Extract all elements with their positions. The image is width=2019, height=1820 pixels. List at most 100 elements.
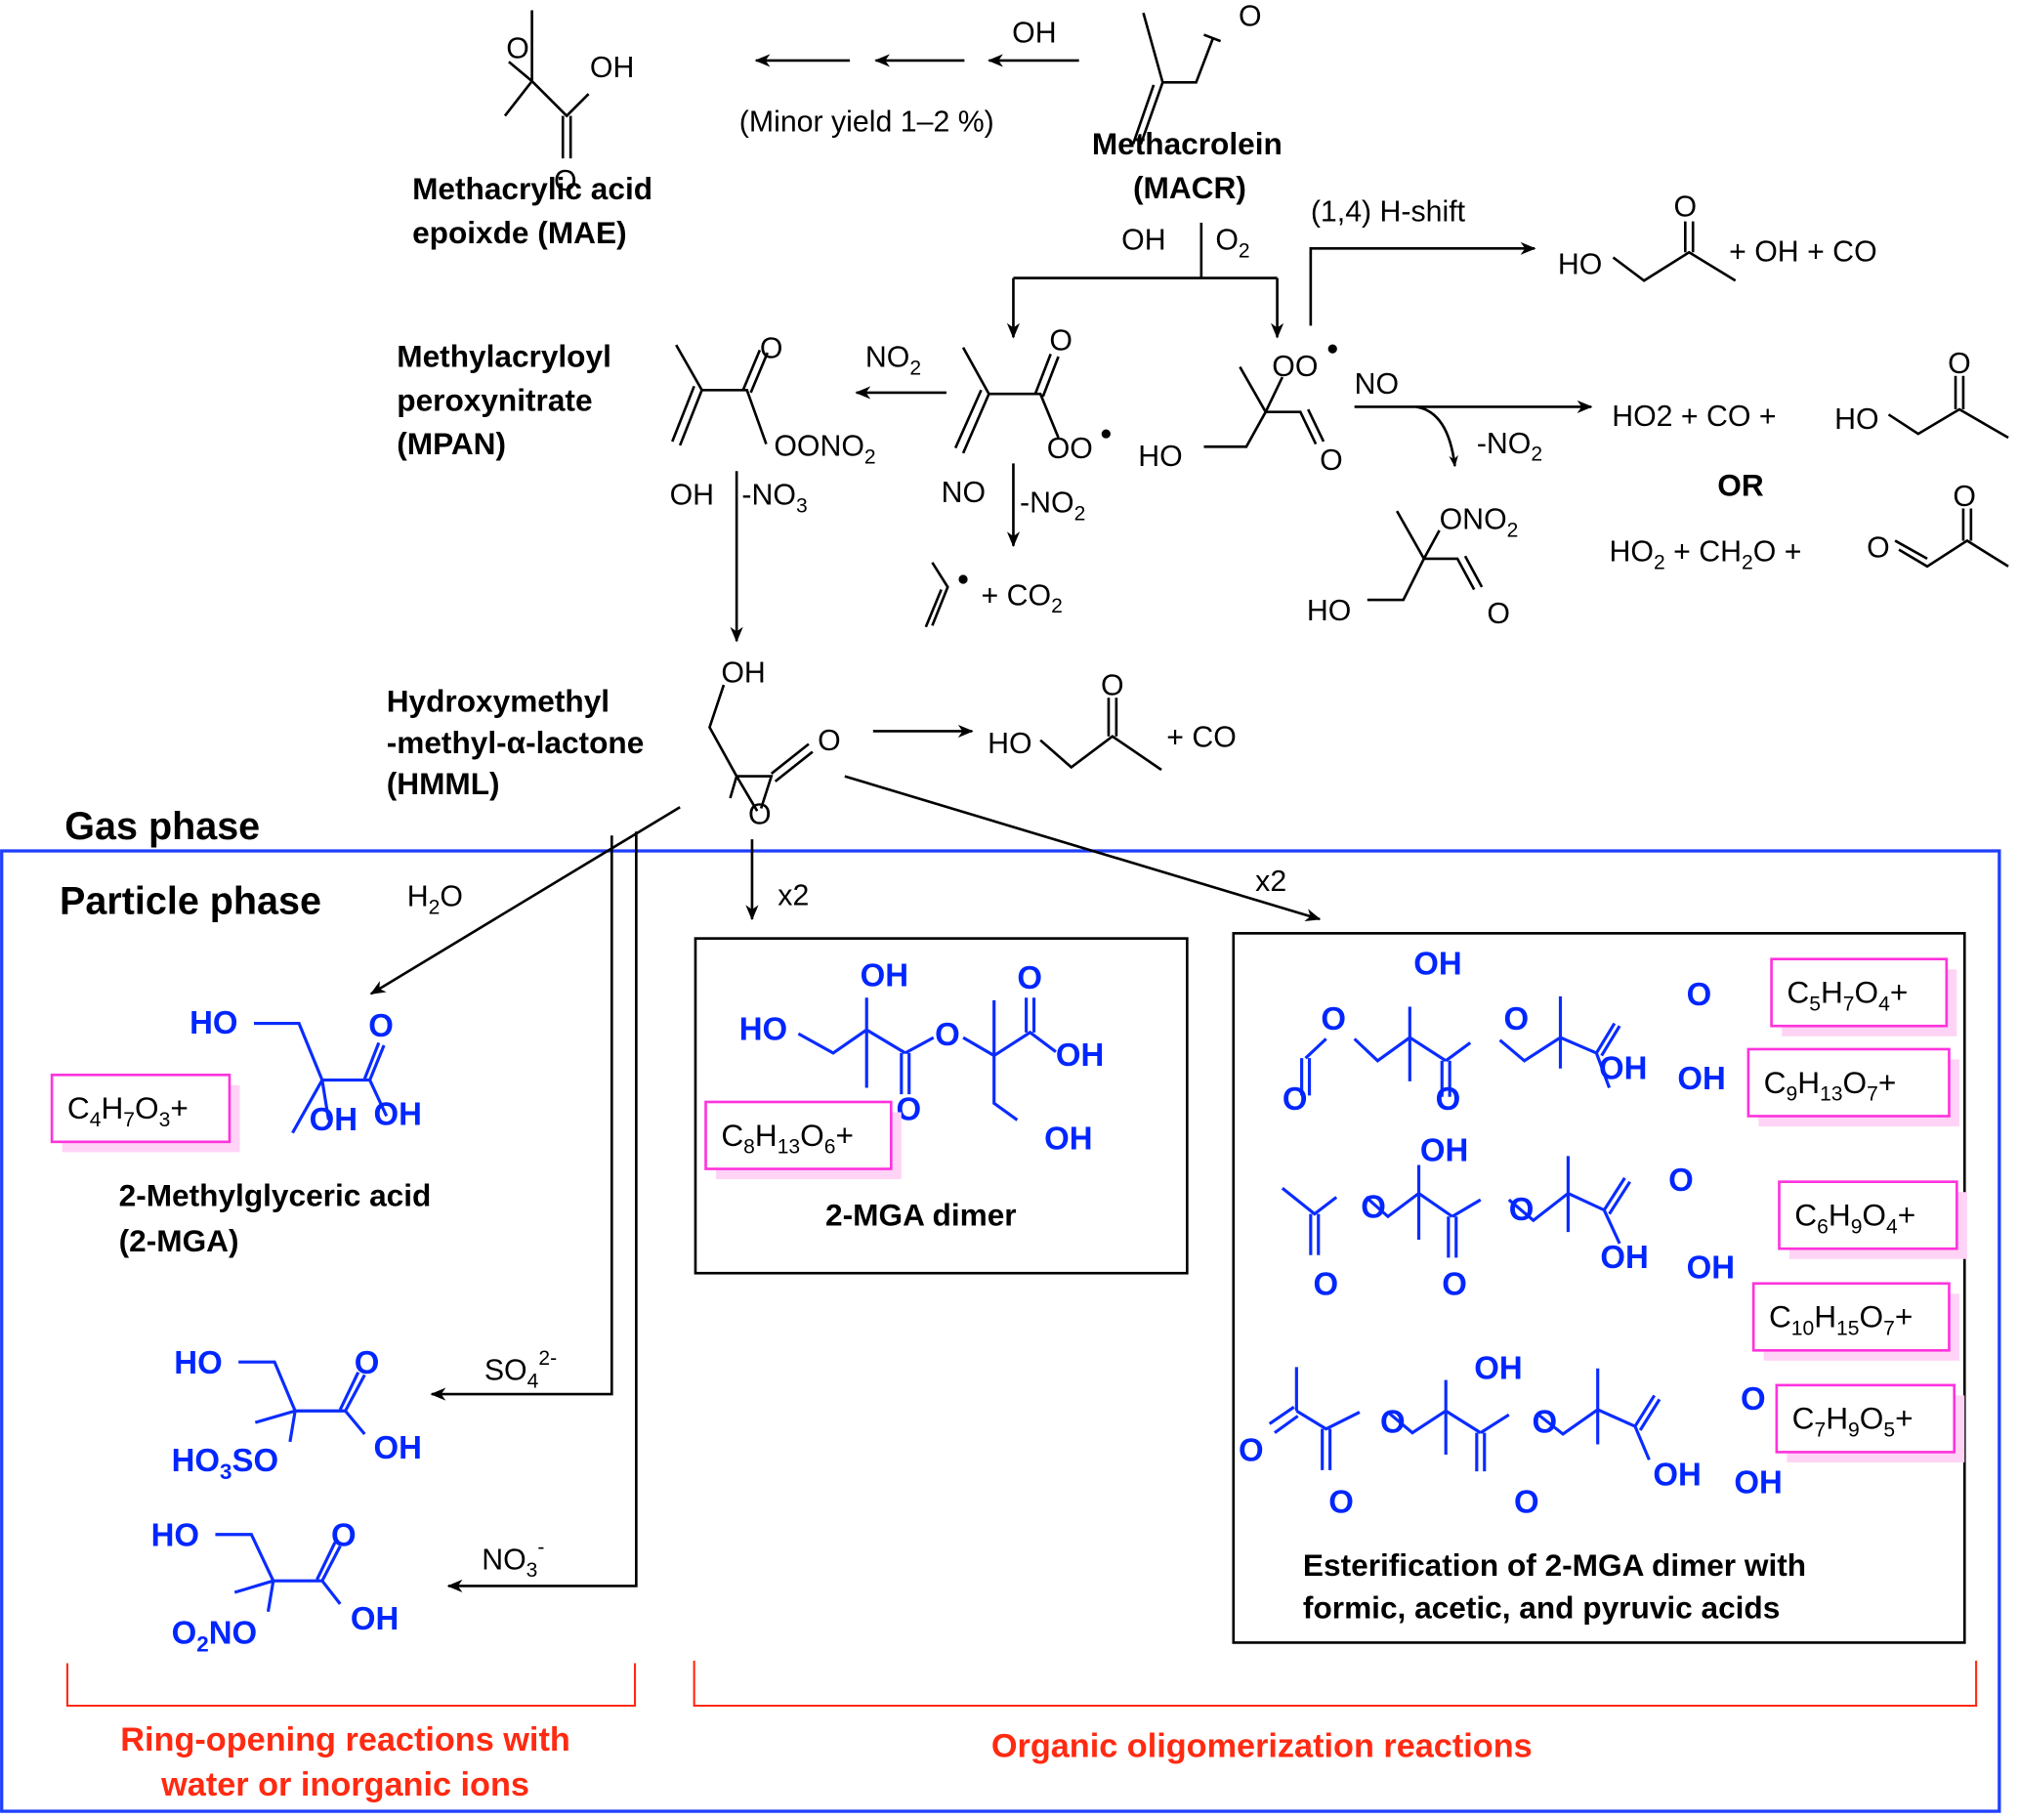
- ion-box: [50, 1073, 231, 1144]
- mga-structure: HO O OH OH 2-Methylglyceric acid (2-MGA): [119, 1004, 432, 1258]
- atom-o: O: [1017, 959, 1042, 995]
- mpan-name-line2: peroxynitrate: [397, 382, 592, 417]
- reagent-x2: x2: [1255, 866, 1286, 898]
- reagent-oh: OH: [1121, 225, 1165, 257]
- hmml-name-line1: Hydroxymethyl: [387, 684, 610, 719]
- atom-o: O: [1953, 481, 1976, 513]
- atom-o: O: [1320, 444, 1343, 477]
- atom-o: O: [1673, 190, 1697, 223]
- reagent-minus-no3: -NO3: [741, 480, 807, 518]
- atom-oh: OH: [1413, 946, 1461, 982]
- atom-ho: HO: [189, 1004, 237, 1040]
- mpan-name-line3: (MPAN): [397, 426, 506, 461]
- atom-o: O: [1487, 598, 1510, 630]
- reagent-no: NO: [1355, 368, 1399, 401]
- reagent-oh: OH: [670, 480, 714, 512]
- atom-o: O: [818, 725, 841, 757]
- ion-formula: C9H13O7+: [1764, 1065, 1897, 1106]
- atom-o: O: [1436, 1080, 1461, 1117]
- atom-oo: OO: [1047, 433, 1093, 465]
- ion-label-c4h7o3: C4H7O3+: [50, 1073, 240, 1153]
- hmml-products: + CO: [1166, 721, 1237, 753]
- reagent-oh: OH: [1012, 17, 1056, 49]
- esters-name-line2: formic, acetic, and pyruvic acids: [1303, 1589, 1780, 1625]
- atom-oo: OO: [1272, 351, 1318, 383]
- ion-box: [1775, 1383, 1956, 1454]
- atom-ho: HO: [1558, 249, 1602, 281]
- ion-formula: C7H9O5+: [1792, 1401, 1914, 1442]
- atom-ho: HO: [151, 1517, 199, 1553]
- ion-label-c8h13o6: C8H13O6+: [704, 1100, 902, 1180]
- reagent-no3: NO3-: [482, 1537, 544, 1583]
- ion-formula: C5H7O4+: [1787, 975, 1908, 1016]
- particle-arrows: H2O SO42- NO3- x2 x2: [369, 775, 1322, 1593]
- organonitrate-structure: HO O OH O2NO: [151, 1517, 400, 1657]
- bracket: [693, 1660, 1978, 1708]
- mpan-name-line1: Methylacryloyl: [397, 339, 611, 374]
- esters-name-line1: Esterification of 2-MGA dimer with: [1303, 1547, 1806, 1583]
- ring-opening-label-line1: Ring-opening reactions with: [120, 1721, 569, 1758]
- ion-formula: C4H7O3+: [67, 1090, 189, 1131]
- macr-name-line2: (MACR): [1133, 170, 1246, 205]
- macr-name-line1: Methacrolein: [1092, 126, 1283, 161]
- atom-ono2: ONO2: [1440, 504, 1519, 542]
- category-oligomerization: Organic oligomerization reactions: [693, 1660, 1978, 1765]
- reagent-no2: NO2: [865, 342, 921, 380]
- hmml-structure: OH O O Hydroxymethyl -methyl-α-lactone (…: [387, 656, 1237, 830]
- atom-o: O: [355, 1344, 380, 1380]
- route1-products: HO2 + CO +: [1612, 401, 1776, 433]
- atom-o: O: [1509, 1191, 1535, 1227]
- atom-oh: OH: [310, 1101, 358, 1137]
- atom-o: O: [1504, 1000, 1530, 1037]
- radical-dot-icon: [958, 574, 968, 584]
- atom-o: O: [331, 1517, 357, 1553]
- atom-ho: HO: [1834, 403, 1878, 436]
- atom-o: O: [1442, 1266, 1467, 1302]
- atom-o: O: [554, 165, 577, 197]
- atom-o: O: [748, 798, 772, 830]
- atom-o: O: [1101, 670, 1124, 702]
- ring-opening-label-line2: water or inorganic ions: [160, 1766, 529, 1803]
- or-label: OR: [1717, 467, 1764, 502]
- atom-o: O: [935, 1016, 960, 1052]
- reagent-minus-no2: -NO2: [1477, 428, 1542, 466]
- atom-oono2: OONO2: [774, 430, 875, 468]
- mga-name-line2: (2-MGA): [119, 1223, 239, 1258]
- atom-oh: OH: [374, 1429, 422, 1465]
- atom-oh: OH: [721, 656, 765, 689]
- ion-box: [704, 1100, 893, 1170]
- mga-dimer-name: 2-MGA dimer: [825, 1197, 1017, 1232]
- mae-name-line1: Methacrylic acid: [412, 171, 652, 206]
- ion-box: [1746, 1047, 1951, 1118]
- oh-arrows-to-mae: OH (Minor yield 1–2 %): [739, 17, 1079, 138]
- esterified-dimers-box: O O OH O O OH O OH O O OH O O OH O OH O …: [1232, 932, 1966, 1644]
- atom-o: O: [1687, 976, 1712, 1012]
- atom-o: O: [1532, 1404, 1557, 1440]
- hmml-name-line3: (HMML): [387, 766, 500, 801]
- dimer-frame: [694, 937, 1189, 1275]
- radical-dot-icon: [1327, 344, 1337, 354]
- atom-oh: OH: [1474, 1349, 1522, 1385]
- ion-box: [1778, 1180, 1958, 1250]
- atom-ho: HO: [739, 1011, 787, 1047]
- reagent-minus-no2: -NO2: [1020, 487, 1085, 525]
- atom-oh: OH: [1687, 1249, 1735, 1286]
- atom-o: O: [506, 32, 529, 64]
- radical-decomposition: NO -NO2 + CO2: [924, 463, 1085, 628]
- ion-label-c10h15o7: C10H15O7+: [1751, 1282, 1959, 1361]
- atom-ho: HO: [1307, 595, 1351, 627]
- atom-oh: OH: [1600, 1239, 1648, 1275]
- hmml-name-line2: -methyl-α-lactone: [387, 725, 645, 760]
- route2-products: HO2 + CH2O +: [1610, 536, 1802, 574]
- atom-ho: HO: [1138, 441, 1182, 473]
- reagent-x2: x2: [778, 879, 809, 911]
- ion-formula: C8H13O6+: [721, 1118, 854, 1159]
- ion-box: [1751, 1282, 1951, 1352]
- ion-label-c7h9o5: C7H9O5+: [1775, 1383, 1965, 1462]
- h-shift-route: (1,4) H-shift HO O + OH + CO: [1309, 190, 1877, 326]
- atom-oh: OH: [1599, 1049, 1647, 1085]
- atom-o: O: [1283, 1080, 1308, 1117]
- atom-oh: OH: [351, 1600, 399, 1636]
